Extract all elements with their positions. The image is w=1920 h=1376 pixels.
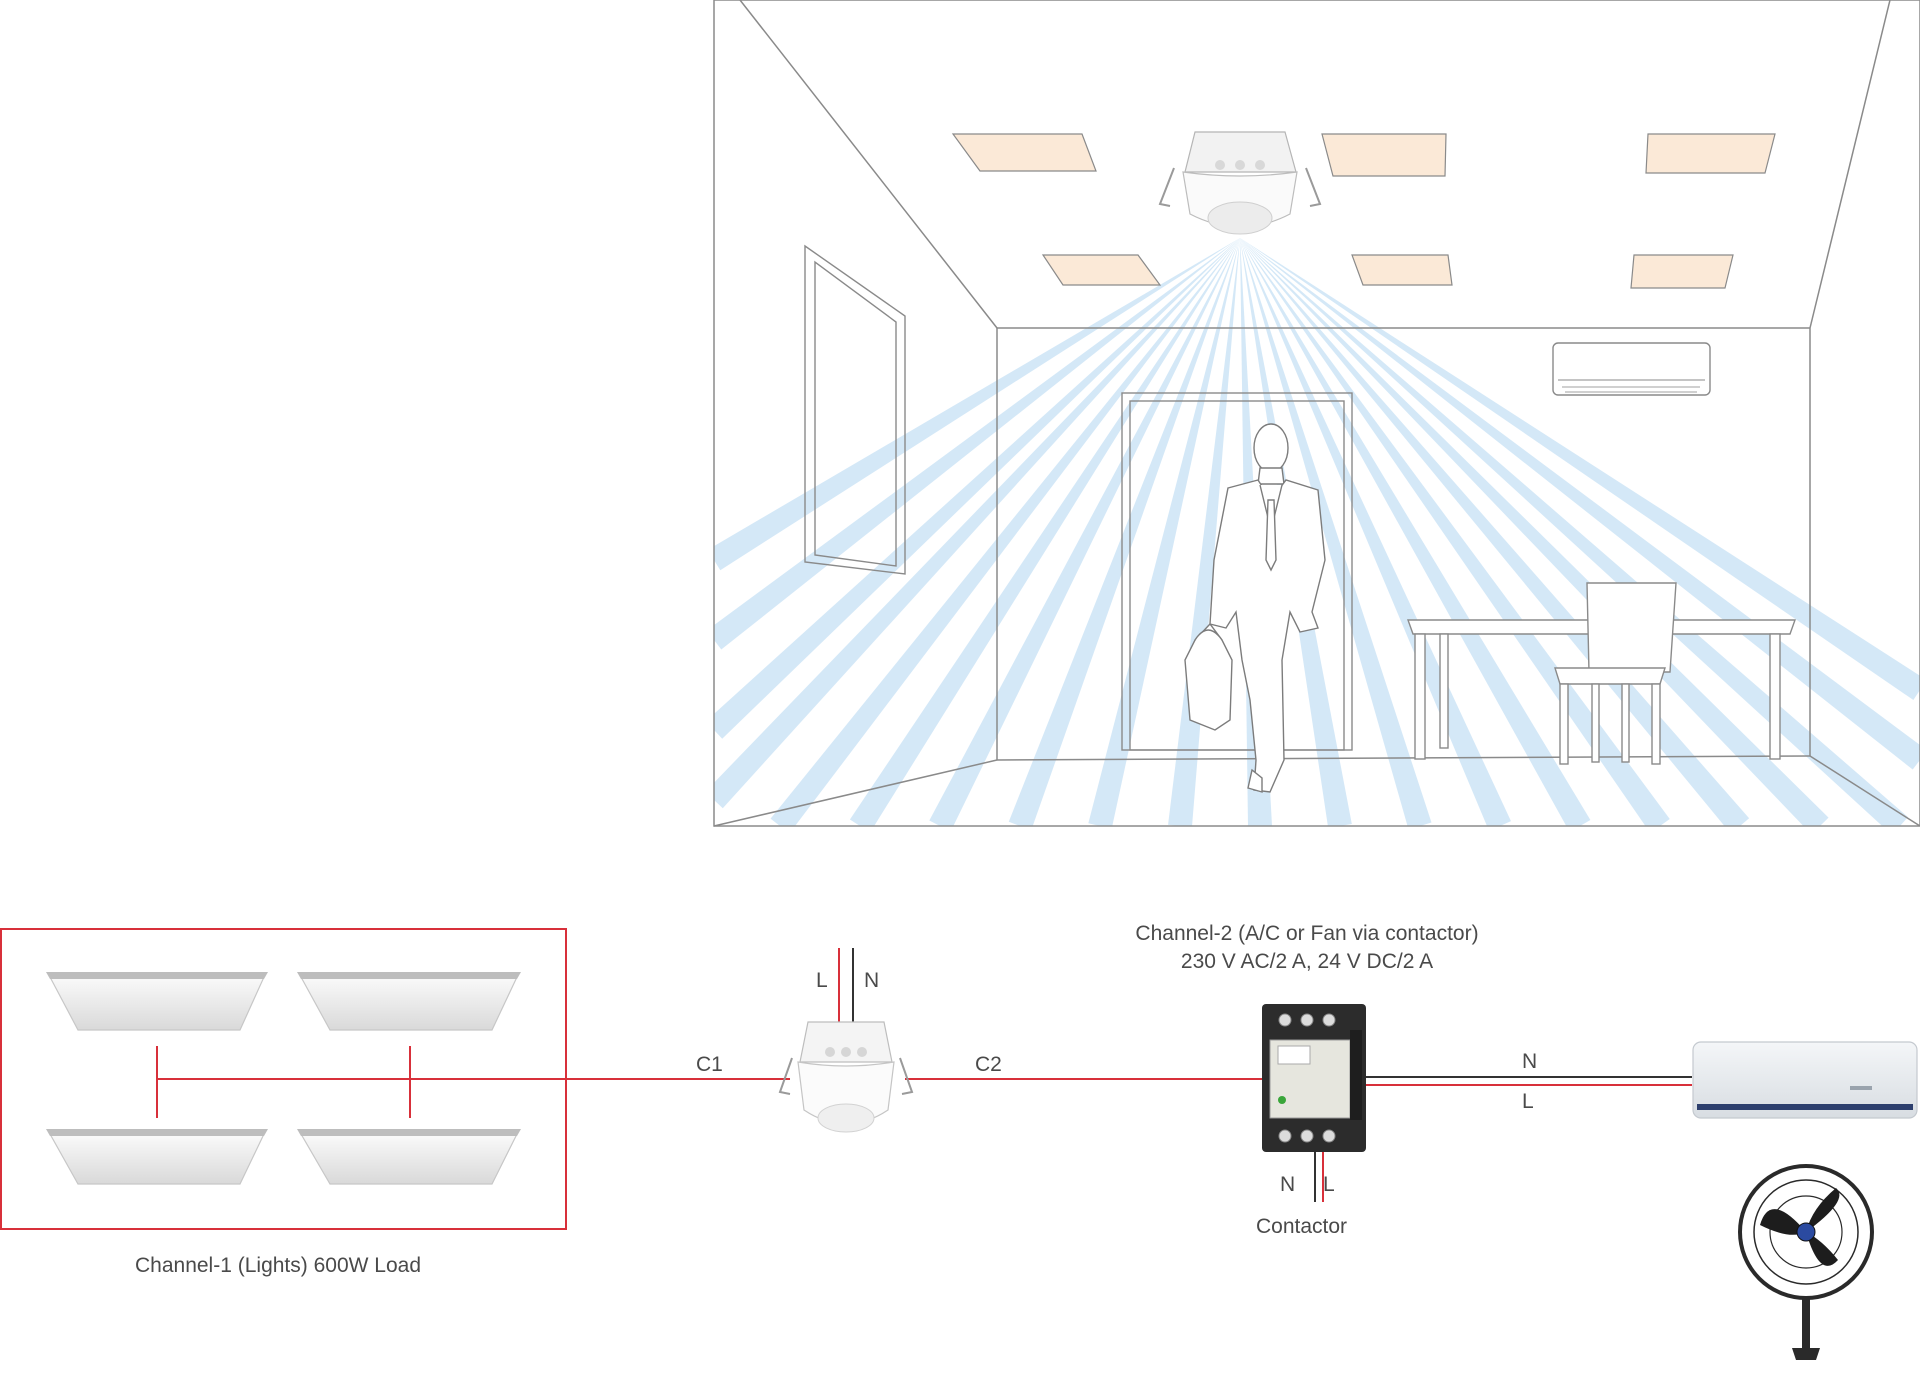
- c1-label: C1: [696, 1053, 723, 1076]
- sensor-n-label: N: [864, 969, 880, 992]
- output-l-label: L: [1522, 1090, 1534, 1113]
- room-illustration: [713, 0, 1920, 827]
- person-icon: [1184, 423, 1326, 793]
- table-and-chair: [1407, 582, 1796, 765]
- ceiling-occupancy-sensor-icon: [778, 1021, 914, 1133]
- detection-beam: [770, 238, 1240, 826]
- channel-1-label: Channel-1 (Lights) 600W Load: [135, 1254, 422, 1277]
- sensor-detection-beams: [714, 238, 1920, 826]
- ceiling-panel-light-icon: [1645, 133, 1776, 174]
- ceiling-panel-light-icon: [46, 972, 268, 1031]
- air-conditioner-icon: [1692, 1041, 1918, 1119]
- output-n-label: N: [1522, 1050, 1538, 1073]
- channel-2-label-line2: 230 V AC/2 A, 24 V DC/2 A: [1180, 950, 1434, 973]
- wall-door: [804, 244, 906, 575]
- detection-beam: [1008, 238, 1240, 826]
- ceiling-panels: [951, 133, 1776, 289]
- room-outline: [713, 0, 1920, 827]
- channel-1-lights: [46, 972, 521, 1185]
- contactor-n-label: N: [1280, 1173, 1296, 1196]
- detection-beam: [1240, 238, 1908, 826]
- channel-2-label-line1: Channel-2 (A/C or Fan via contactor): [1135, 922, 1479, 945]
- contactor-l-label: L: [1323, 1173, 1335, 1196]
- ceiling-panel-light-icon: [46, 1129, 268, 1185]
- ceiling-panel-light-icon: [1351, 254, 1453, 286]
- wall-air-conditioner: [1552, 342, 1711, 396]
- detection-beam: [714, 238, 1240, 809]
- ceiling-panel-light-icon: [951, 133, 1097, 172]
- sensor-l-label: L: [816, 969, 828, 992]
- wiring: [0, 928, 1692, 1230]
- c2-label: C2: [975, 1053, 1002, 1076]
- detection-beam: [1240, 238, 1432, 826]
- contactor-label: Contactor: [1256, 1215, 1348, 1238]
- detection-beam: [714, 238, 1240, 571]
- ceiling-panel-light-icon: [297, 1129, 521, 1185]
- ceiling-panel-light-icon: [297, 972, 521, 1031]
- ceiling-panel-light-icon: [1041, 254, 1162, 286]
- detection-beam: [714, 238, 1240, 739]
- contactor-icon: [1262, 1004, 1366, 1152]
- detection-beam: [929, 238, 1240, 826]
- ceiling-panel-light-icon: [1321, 133, 1447, 177]
- ceiling-panel-light-icon: [1630, 254, 1734, 289]
- detection-beam: [714, 238, 1240, 650]
- detection-beam: [1240, 238, 1591, 826]
- detection-beam: [1240, 238, 1920, 700]
- detection-beam: [1240, 238, 1829, 826]
- detection-beam: [1088, 238, 1240, 826]
- ceiling-occupancy-sensor-icon: [1158, 131, 1322, 235]
- detection-beam: [849, 238, 1240, 826]
- detection-beam: [1240, 238, 1920, 770]
- wall-fan-icon: [1738, 1164, 1874, 1360]
- back-door: [1121, 392, 1353, 751]
